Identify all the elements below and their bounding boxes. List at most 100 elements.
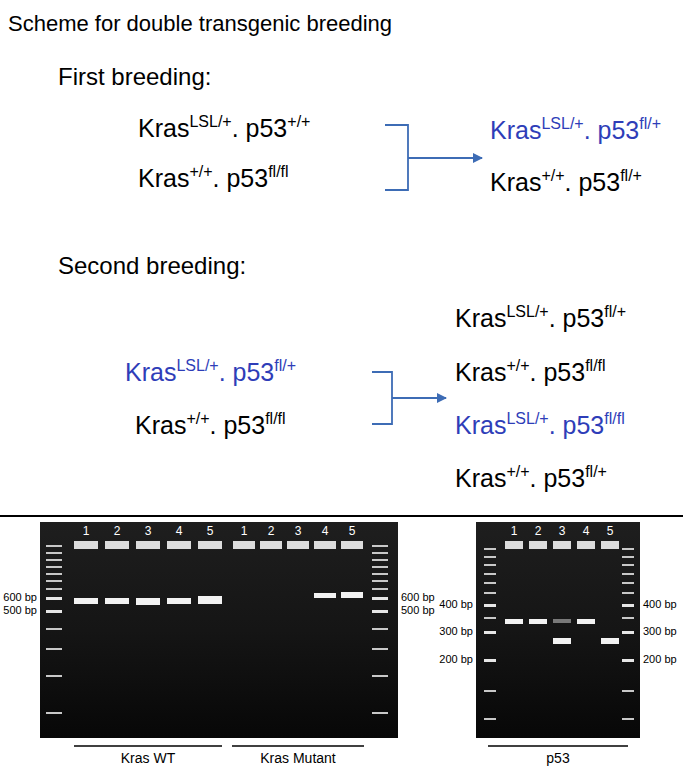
cross-bracket: [385, 125, 408, 190]
lane-number: 5: [207, 524, 214, 538]
gel-band: [105, 598, 129, 604]
allele-superscript: fl/fl: [585, 357, 605, 374]
gel-group-label: p53: [546, 750, 569, 767]
gel-well: [260, 541, 282, 549]
allele-superscript: +/+: [189, 163, 212, 180]
gene-name: . p53: [530, 358, 586, 386]
gel-band: [341, 592, 363, 598]
gene-name: Kras: [135, 411, 186, 439]
section-heading: First breeding:: [58, 63, 211, 92]
gel-band: [198, 596, 222, 604]
gel-band: [553, 638, 571, 644]
allele-superscript: fl/+: [585, 463, 607, 480]
lane-number: 3: [295, 524, 302, 538]
dna-ladder: [372, 545, 388, 714]
size-marker: 500 bp: [401, 604, 435, 617]
dna-ladder: [484, 548, 496, 720]
cross-arrow: [408, 157, 482, 159]
gel-well: [105, 541, 129, 549]
genotype: Kras+/+. p53fl/+: [490, 166, 642, 198]
gel-band: [529, 619, 547, 624]
genotype: KrasLSL/+. p53+/+: [138, 112, 310, 144]
gel-band: [601, 638, 619, 644]
lane-number: 1: [83, 524, 90, 538]
genotype: Kras+/+. p53fl/fl: [138, 162, 289, 194]
lane-number: 5: [349, 524, 356, 538]
gene-name: . p53: [549, 304, 605, 332]
gene-name: Kras: [138, 164, 189, 192]
genotype: KrasLSL/+. p53fl/fl: [455, 409, 625, 441]
gel-well: [314, 541, 336, 549]
gene-name: Kras: [490, 116, 541, 144]
gel-well: [233, 541, 255, 549]
diagram-title: Scheme for double transgenic breeding: [8, 11, 392, 37]
cross-bracket: [372, 372, 392, 424]
lane-number: 3: [559, 524, 566, 538]
gel-well: [601, 541, 619, 549]
gel-well: [136, 541, 160, 549]
gel-band: [167, 598, 191, 604]
size-marker: 300 bp: [643, 625, 677, 638]
gel-well: [553, 541, 571, 549]
gel-wells: [505, 541, 619, 549]
separator-line: [0, 515, 683, 517]
gene-name: . p53: [219, 358, 275, 386]
gene-name: . p53: [232, 114, 288, 142]
gene-name: Kras: [455, 358, 506, 386]
lane-number: 2: [268, 524, 275, 538]
lane-number: 1: [241, 524, 248, 538]
lane-number: 4: [583, 524, 590, 538]
size-marker: 400 bp: [643, 598, 677, 611]
lane-number: 2: [535, 524, 542, 538]
group-underline: [232, 745, 364, 747]
genotype: Kras+/+. p53fl/fl: [455, 356, 606, 388]
dna-ladder: [622, 548, 634, 720]
lane-number: 5: [607, 524, 614, 538]
gel-group-label: Kras WT: [121, 750, 175, 767]
gel-band: [577, 619, 595, 624]
gel-well: [198, 541, 222, 549]
allele-superscript: +/+: [186, 410, 209, 427]
allele-superscript: +/+: [506, 357, 529, 374]
allele-superscript: LSL/+: [506, 303, 548, 320]
allele-superscript: LSL/+: [541, 115, 583, 132]
gel-well: [167, 541, 191, 549]
allele-superscript: fl/fl: [604, 410, 624, 427]
size-marker: 300 bp: [439, 625, 473, 638]
dna-ladder: [46, 545, 62, 714]
gene-name: Kras: [125, 358, 176, 386]
gel-group-label: Kras Mutant: [260, 750, 335, 767]
allele-superscript: fl/+: [604, 303, 626, 320]
gel-image: [40, 522, 398, 738]
allele-superscript: fl/+: [620, 167, 642, 184]
gel-band: [74, 598, 98, 604]
lane-number: 3: [145, 524, 152, 538]
gel-well: [287, 541, 309, 549]
genotype: Kras+/+. p53fl/+: [455, 462, 607, 494]
size-marker: 600 bp: [401, 591, 435, 604]
lane-number: 1: [511, 524, 518, 538]
gel-band: [314, 593, 336, 598]
gel-image: [476, 522, 640, 738]
gene-name: Kras: [490, 168, 541, 196]
genotype: KrasLSL/+. p53fl/+: [490, 114, 661, 146]
size-marker: 200 bp: [439, 653, 473, 666]
genotype: KrasLSL/+. p53fl/+: [455, 302, 626, 334]
allele-superscript: fl/+: [639, 115, 661, 132]
genotype: Kras+/+. p53fl/fl: [135, 409, 286, 441]
size-marker: 600 bp: [3, 591, 37, 604]
gel-band: [136, 598, 160, 605]
lane-number: 2: [114, 524, 121, 538]
gene-name: . p53: [584, 116, 640, 144]
gene-name: . p53: [213, 164, 269, 192]
gene-name: . p53: [210, 411, 266, 439]
gel-bands: [505, 619, 619, 644]
genotype: KrasLSL/+. p53fl/+: [125, 356, 296, 388]
gene-name: Kras: [455, 411, 506, 439]
gene-name: Kras: [138, 114, 189, 142]
allele-superscript: LSL/+: [506, 410, 548, 427]
cross-arrow: [392, 397, 446, 399]
gel-wells: [74, 541, 363, 549]
gene-name: Kras: [455, 464, 506, 492]
allele-superscript: +/+: [287, 113, 310, 130]
